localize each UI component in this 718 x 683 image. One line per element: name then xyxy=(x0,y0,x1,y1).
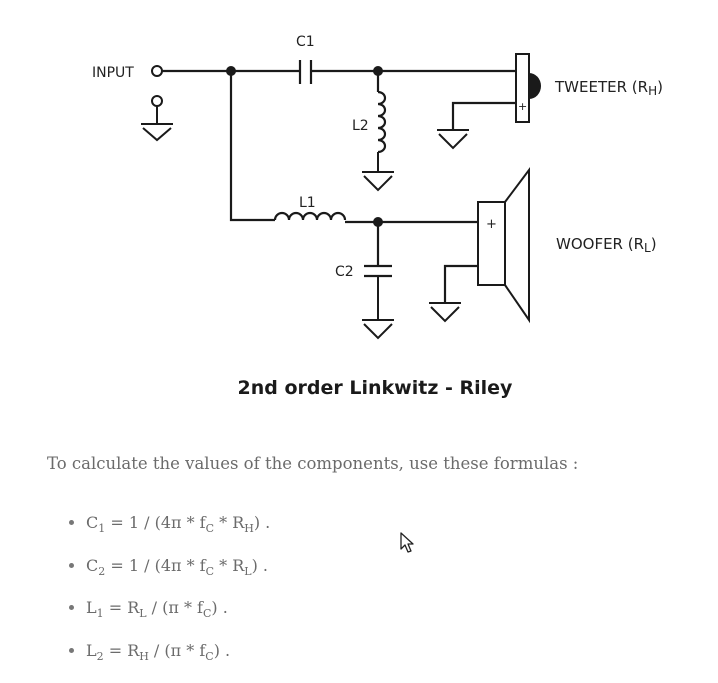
formula-expr: ) . xyxy=(253,513,271,532)
woofer-label-main: WOOFER (R xyxy=(556,235,644,253)
woofer-label-sub: L xyxy=(644,241,651,255)
ground-c2 xyxy=(362,276,394,340)
formula-expr: ) . xyxy=(251,555,268,575)
woofer-label-close: ) xyxy=(651,235,657,253)
ground-l2 xyxy=(362,152,394,192)
formula-expr: ) . xyxy=(211,598,228,617)
formula-expr: * R xyxy=(214,513,245,532)
input-terminal xyxy=(151,65,163,77)
ground-tweeter xyxy=(437,129,469,150)
formula-expr: * R xyxy=(214,555,245,575)
tweeter-label-main: TWEETER (R xyxy=(554,78,648,96)
tweeter-label-sub: H xyxy=(648,84,657,98)
tweeter-label-close: ) xyxy=(657,78,663,96)
formula-var-sub: 2 xyxy=(96,649,104,663)
l2-label: L2 xyxy=(352,118,369,134)
formula-expr: = R xyxy=(103,640,140,660)
formula-var: C xyxy=(86,555,99,575)
woofer-label: WOOFER (RL) xyxy=(556,235,657,255)
woofer-speaker xyxy=(477,167,530,324)
ground-woofer xyxy=(429,302,461,323)
tweeter-label: TWEETER (RH) xyxy=(554,78,663,98)
formula-expr: / (π * f xyxy=(148,640,206,660)
formula-sub: L xyxy=(139,607,147,621)
ground-input xyxy=(141,106,173,142)
inductor-l2 xyxy=(377,90,387,154)
intro-text: To calculate the values of the component… xyxy=(47,454,579,473)
tweeter-plus: + xyxy=(518,100,527,113)
formula-sub: L xyxy=(244,564,252,578)
woofer-plus: + xyxy=(486,217,497,232)
tweeter-speaker xyxy=(515,53,541,123)
formula-expr: ) . xyxy=(213,640,231,660)
formula-l2: L2 = RH / (π * fC) . xyxy=(86,636,270,679)
formula-var: C xyxy=(86,513,99,532)
formula-sub: C xyxy=(205,649,214,663)
formula-l1: L1 = RL / (π * fC) . xyxy=(86,593,270,636)
formula-var-sub: 1 xyxy=(96,607,104,621)
formula-var: L xyxy=(86,598,97,617)
input-label: INPUT xyxy=(92,65,134,81)
formula-sub: H xyxy=(139,649,149,663)
formula-expr: = 1 / (4π * f xyxy=(105,555,206,575)
formula-sub: C xyxy=(205,522,215,536)
diagram-caption: 2nd order Linkwitz - Riley xyxy=(237,377,513,399)
formula-expr: / (π * f xyxy=(146,598,203,617)
c2-label: C2 xyxy=(335,264,354,280)
formula-sub: C xyxy=(202,607,212,621)
input-return-terminal xyxy=(151,95,163,107)
formula-c1: C1 = 1 / (4π * fC * RH) . xyxy=(86,508,270,551)
c1-label: C1 xyxy=(296,34,315,50)
formula-expr: = 1 / (4π * f xyxy=(105,513,206,532)
crossover-schematic: INPUT C1 L2 + TWEETER (RH) L1 xyxy=(92,34,663,340)
capacitor-c2 xyxy=(364,264,392,278)
formula-var: L xyxy=(86,640,97,660)
capacitor-c1 xyxy=(298,60,313,84)
mouse-cursor-icon xyxy=(400,532,414,553)
formula-var-sub: 1 xyxy=(98,522,106,536)
formula-var-sub: 2 xyxy=(98,564,106,578)
formula-expr: = R xyxy=(103,598,140,617)
formula-sub: H xyxy=(244,522,254,536)
formula-list: C1 = 1 / (4π * fC * RH) . C2 = 1 / (4π *… xyxy=(40,508,270,678)
inductor-l1 xyxy=(273,211,347,221)
formula-c2: C2 = 1 / (4π * fC * RL) . xyxy=(86,551,270,594)
l1-label: L1 xyxy=(299,195,316,211)
formula-sub: C xyxy=(205,564,215,578)
